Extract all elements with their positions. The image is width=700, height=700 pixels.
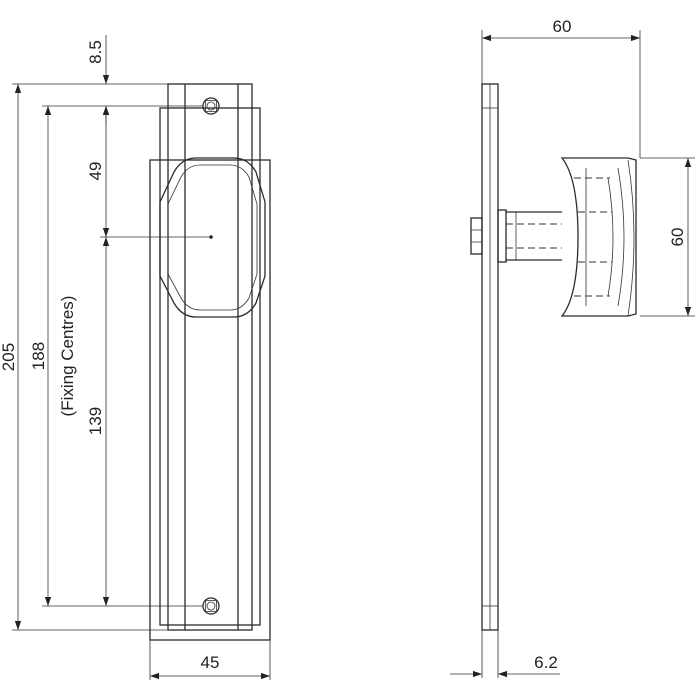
fixing-centres-note: (Fixing Centres) (58, 296, 77, 417)
dim-width: 45 (201, 653, 220, 672)
dim-plate-thickness: 6.2 (534, 653, 558, 672)
dim-fixing-centres: 188 (29, 342, 48, 370)
top-fixing-screw (202, 97, 220, 115)
middle-plate (159, 107, 261, 626)
outer-backplate (149, 159, 271, 641)
dim-overall-height: 205 (0, 343, 18, 371)
spindle-fixing (470, 209, 507, 263)
bottom-fixing-screw (202, 597, 220, 615)
dim-knob-offset: 49 (86, 162, 105, 181)
side-view: 60 60 6.2 (450, 17, 695, 678)
dim-projection: 60 (553, 17, 572, 36)
dim-knob-height: 60 (668, 228, 687, 247)
front-view: 8.5 49 139 188 (Fixing Centres) 205 45 (0, 35, 271, 680)
knob-neck (506, 211, 562, 261)
dim-top-offset: 8.5 (86, 40, 105, 64)
main-plate (167, 83, 253, 631)
knob-front (159, 157, 266, 318)
knob-side (560, 157, 637, 317)
dim-lower-span: 139 (86, 407, 105, 435)
